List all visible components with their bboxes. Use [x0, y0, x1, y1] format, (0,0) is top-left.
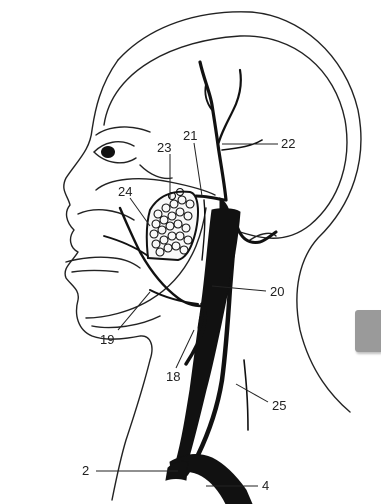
label-25: 25 — [272, 398, 286, 413]
label-20: 20 — [270, 284, 284, 299]
temporal-vein-rear-branch — [222, 140, 262, 150]
label-24: 24 — [118, 184, 132, 199]
face-profile — [64, 60, 152, 500]
label-18: 18 — [166, 369, 180, 384]
page-tab-handle[interactable] — [355, 310, 381, 352]
submental-vein — [150, 290, 198, 304]
label-2: 2 — [82, 463, 89, 478]
zygomatic-arch — [96, 179, 215, 195]
label-23: 23 — [157, 140, 171, 155]
leader-24 — [130, 198, 150, 226]
label-19: 19 — [100, 332, 114, 347]
anterior-jugular-vein — [244, 360, 248, 430]
parotid-gland — [147, 189, 198, 261]
lower-lip — [72, 271, 118, 273]
thin-vessel — [202, 200, 205, 260]
leader-25 — [236, 384, 268, 402]
eye-pupil — [101, 146, 115, 158]
label-21: 21 — [183, 128, 197, 143]
mandible-inner — [92, 316, 160, 328]
eye-lower-lid — [94, 152, 136, 163]
lips-line — [66, 257, 140, 268]
label-4: 4 — [262, 478, 269, 493]
label-22: 22 — [281, 136, 295, 151]
leader-18 — [176, 330, 194, 368]
temporal-vein-frontal-branch — [218, 70, 241, 145]
